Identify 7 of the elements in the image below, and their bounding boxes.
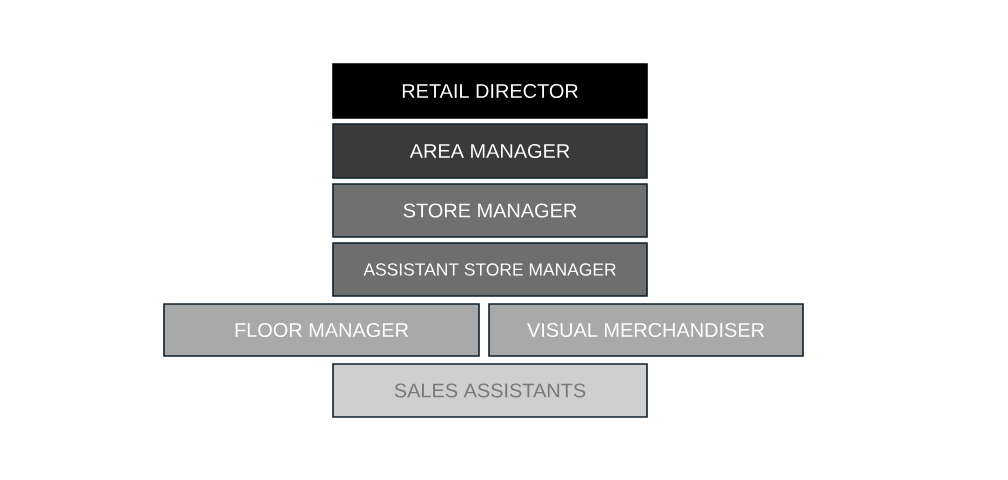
role-box: RETAIL DIRECTOR — [332, 63, 648, 119]
role-box: SALES ASSISTANTS — [332, 363, 648, 418]
role-box: ASSISTANT STORE MANAGER — [332, 242, 648, 297]
role-box: VISUAL MERCHANDISER — [488, 303, 804, 357]
role-box: FLOOR MANAGER — [163, 303, 480, 357]
role-box: AREA MANAGER — [332, 123, 648, 179]
role-box: STORE MANAGER — [332, 183, 648, 238]
